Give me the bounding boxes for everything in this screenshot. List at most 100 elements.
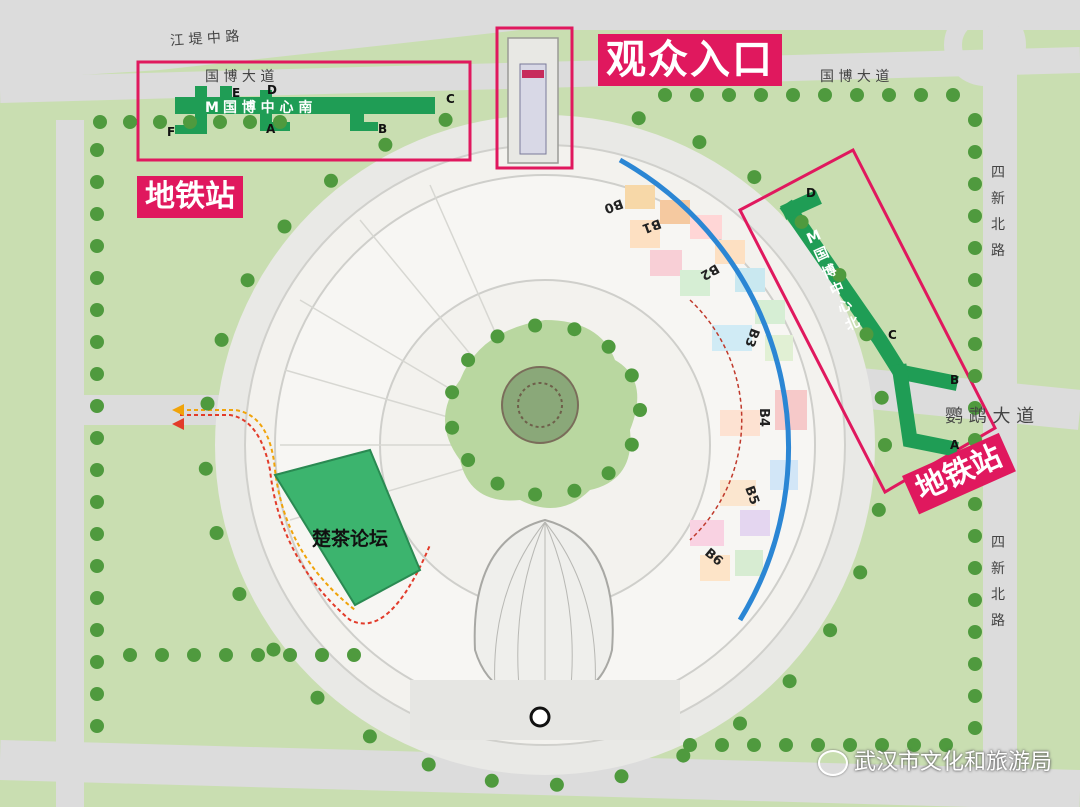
tree: [882, 88, 896, 102]
highlight-metro-north: [737, 147, 997, 495]
tree: [968, 337, 982, 351]
tree: [843, 738, 857, 752]
tree: [283, 648, 297, 662]
tree: [123, 115, 137, 129]
south-marker-icon: [529, 706, 551, 728]
tree: [378, 137, 393, 152]
road-label-sixin-bottom: 四 新 北 路: [991, 535, 1005, 629]
tree: [90, 367, 104, 381]
tree: [198, 461, 213, 476]
tree: [968, 241, 982, 255]
approach-route-orange: [180, 409, 356, 611]
conference-roof-lines: [494, 521, 596, 700]
tree: [733, 716, 747, 731]
road-label-yingwu: 鹦 鹉 大 道: [945, 406, 1035, 427]
tree: [90, 623, 104, 637]
tree: [968, 561, 982, 575]
road-label-sixin-top: 四 新 北 路: [991, 165, 1005, 259]
tree: [277, 219, 292, 234]
tree: [90, 175, 104, 189]
tree: [968, 209, 982, 223]
tree: [747, 170, 762, 185]
watermark: 武汉市文化和旅游局: [817, 744, 1052, 776]
tree: [601, 339, 616, 354]
tree: [362, 729, 377, 744]
metro-south-exit-a: A: [266, 122, 276, 136]
entrance-gate: [519, 63, 547, 155]
tree: [946, 88, 960, 102]
road-label-guobo-left: 国 博 大 道: [205, 69, 275, 85]
metro-north-exit-a: A: [950, 438, 960, 452]
tree: [90, 591, 104, 605]
tree: [214, 332, 229, 347]
tree: [633, 403, 647, 417]
exhibition-booths: [625, 185, 807, 581]
tree: [968, 305, 982, 319]
tree: [155, 648, 169, 662]
highlight-entrance: [495, 26, 574, 170]
wechat-icon: [817, 750, 848, 776]
tree: [266, 642, 281, 657]
tree: [871, 502, 886, 517]
metro-south-exit-f: F: [167, 125, 176, 139]
tree: [183, 115, 197, 129]
tree: [683, 738, 697, 752]
tree: [90, 143, 104, 157]
tree: [490, 329, 505, 344]
tree: [528, 318, 543, 333]
tree: [968, 689, 982, 703]
tree: [811, 738, 825, 752]
tree: [240, 273, 255, 288]
tree: [779, 738, 793, 752]
tree: [658, 88, 672, 102]
tree: [90, 655, 104, 669]
tree: [832, 268, 847, 282]
metro-north-exit-c: C: [888, 328, 897, 342]
tree: [347, 648, 361, 662]
tree: [90, 399, 104, 413]
metro-south-station-name: 国 博 中 心 南: [222, 100, 313, 116]
tree: [968, 657, 982, 671]
tree: [722, 88, 736, 102]
tree: [153, 115, 167, 129]
tree: [273, 115, 287, 129]
tree: [251, 648, 265, 662]
trees: [90, 88, 982, 792]
tea-forum-block: [273, 448, 422, 607]
tree: [90, 431, 104, 445]
tree: [850, 88, 864, 102]
tree: [549, 777, 564, 792]
arrow-red: [172, 418, 184, 430]
tree: [939, 738, 953, 752]
tree: [715, 738, 729, 752]
tree: [90, 559, 104, 573]
tree: [90, 335, 104, 349]
tree: [187, 648, 201, 662]
tree: [461, 453, 476, 467]
tree: [878, 438, 892, 452]
tree: [315, 648, 329, 662]
tree: [461, 353, 476, 367]
tree: [93, 115, 107, 129]
road-label-guobo-right: 国 博 大 道: [820, 69, 890, 85]
tree: [200, 396, 215, 411]
entrance-gate-mark: [522, 70, 544, 78]
tree: [90, 271, 104, 285]
tree: [90, 239, 104, 253]
tree: [490, 476, 505, 491]
central-fountain: [501, 366, 579, 444]
tree: [528, 487, 543, 502]
tree: [90, 463, 104, 477]
tree: [310, 690, 325, 705]
arrow-orange: [172, 404, 184, 416]
tree: [692, 135, 707, 150]
tree: [209, 526, 224, 540]
tree: [324, 173, 338, 188]
metro-south-exit-c: C: [446, 92, 455, 106]
tree: [614, 769, 629, 784]
tree: [968, 497, 982, 511]
tree: [794, 214, 809, 229]
tree: [875, 738, 889, 752]
tree: [213, 115, 227, 129]
